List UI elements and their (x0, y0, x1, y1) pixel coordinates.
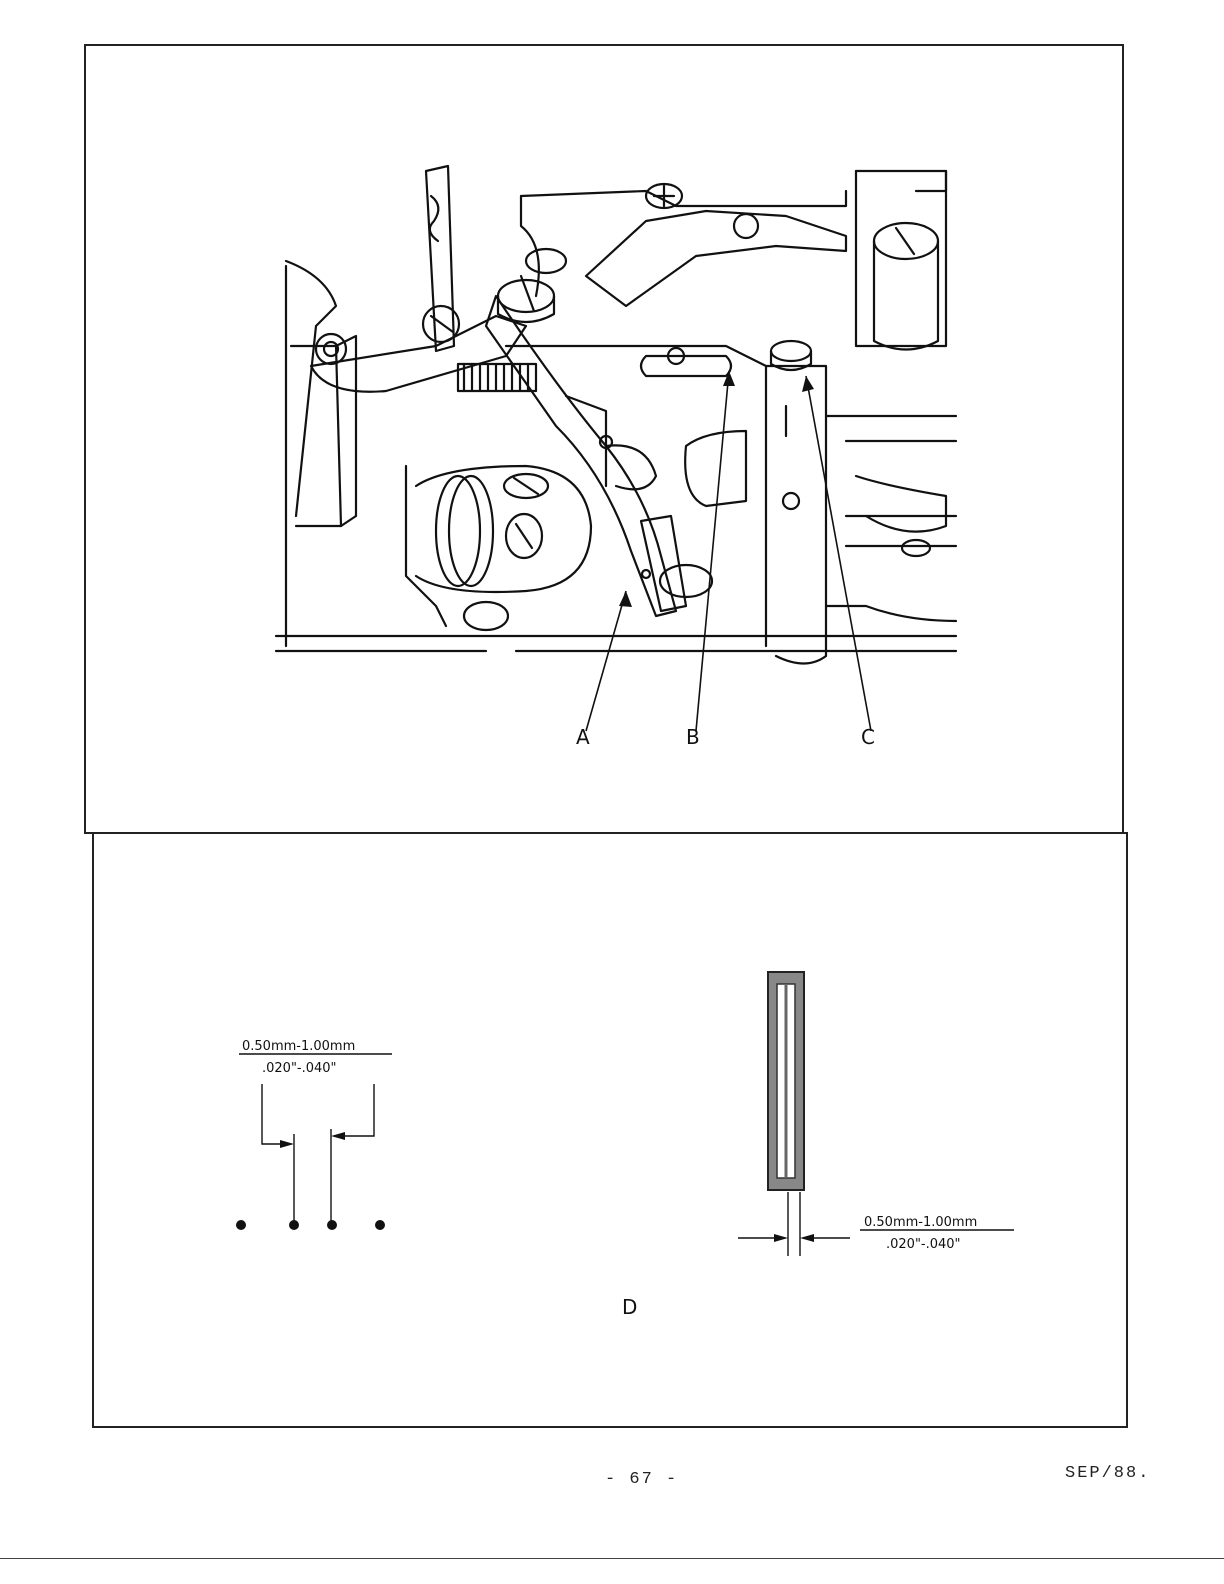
callout-a-leader (585, 590, 627, 732)
stitch-dot (375, 1220, 385, 1230)
footer-date: SEP/88. (1065, 1464, 1151, 1483)
stitched-bar (767, 971, 805, 1191)
right-dimension-imperial: .020"-.040" (886, 1237, 961, 1252)
stitch-spacing-diagram: 0.50mm-1.00mm .020"-.040" (236, 971, 1014, 1319)
stitch-spacing-panel: 0.50mm-1.00mm .020"-.040" (92, 832, 1128, 1428)
left-dimension-metric: 0.50mm-1.00mm (242, 1039, 355, 1054)
right-dimension-metric: 0.50mm-1.00mm (864, 1215, 977, 1230)
page-number: - 67 - (605, 1470, 679, 1489)
stitch-dot (327, 1220, 337, 1230)
callout-c-leader (805, 375, 872, 732)
bottom-rule (0, 1558, 1224, 1559)
left-dimension-imperial: .020"-.040" (262, 1061, 337, 1076)
figure-d-label: D (622, 1295, 637, 1319)
callout-b-label: B (686, 725, 700, 749)
mechanism-illustration: A B C (274, 164, 958, 749)
callout-a-label: A (576, 725, 590, 749)
mechanism-figure-panel: A B C (84, 44, 1124, 834)
callout-c-label: C (861, 725, 875, 749)
stitch-dot (289, 1220, 299, 1230)
callout-b-leader (695, 370, 730, 732)
stitch-dot (236, 1220, 246, 1230)
